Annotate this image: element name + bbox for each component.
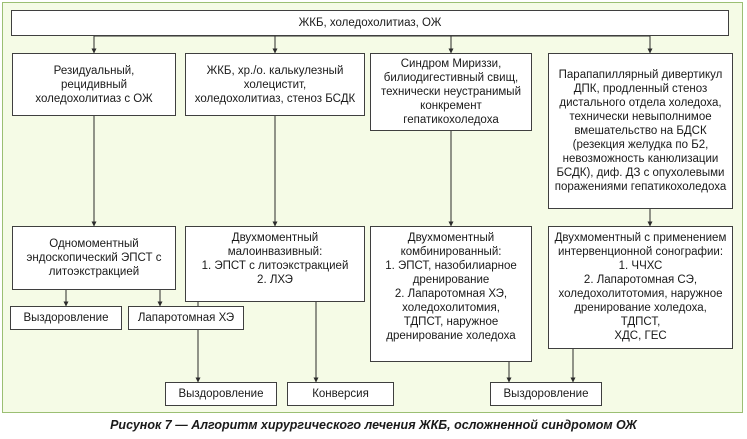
treatment-one-stage-node: Одномоментный эндоскопический ЭПСТ с лит…	[12, 226, 176, 290]
figure-caption: Рисунок 7 — Алгоритм хирургического лече…	[110, 418, 637, 432]
condition-cholecystitis-node: ЖКБ, хр./о. калькулезный холецистит, хол…	[185, 53, 365, 116]
condition-mirizzi-node: Синдром Мириззи, билиодигестивный свищ, …	[370, 53, 532, 131]
condition-residual-node: Резидуальный, рецидивный холедохолитиаз …	[12, 53, 176, 116]
treatment-two-stage-minimal-node: Двухмоментный малоинвазивный: 1. ЭПСТ с …	[185, 226, 365, 302]
treatment-two-stage-combined-node: Двухмоментный комбинированный: 1. ЭПСТ, …	[370, 226, 532, 362]
condition-diverticulum-node: Парапапиллярный дивертикул ДПК, продленн…	[548, 53, 733, 209]
root-node: ЖКБ, холедохолитиаз, ОЖ	[11, 10, 729, 36]
outcome-conversion: Конверсия	[287, 382, 394, 406]
outcome-recovery-left: Выздоровление	[10, 306, 122, 330]
outcome-recovery-center: Выздоровление	[165, 382, 277, 406]
outcome-laparotomy: Лапаротомная ХЭ	[128, 306, 244, 330]
treatment-two-stage-sonography-node: Двухмоментный с применением интервенцион…	[548, 226, 733, 349]
outcome-recovery-right: Выздоровление	[490, 382, 602, 406]
